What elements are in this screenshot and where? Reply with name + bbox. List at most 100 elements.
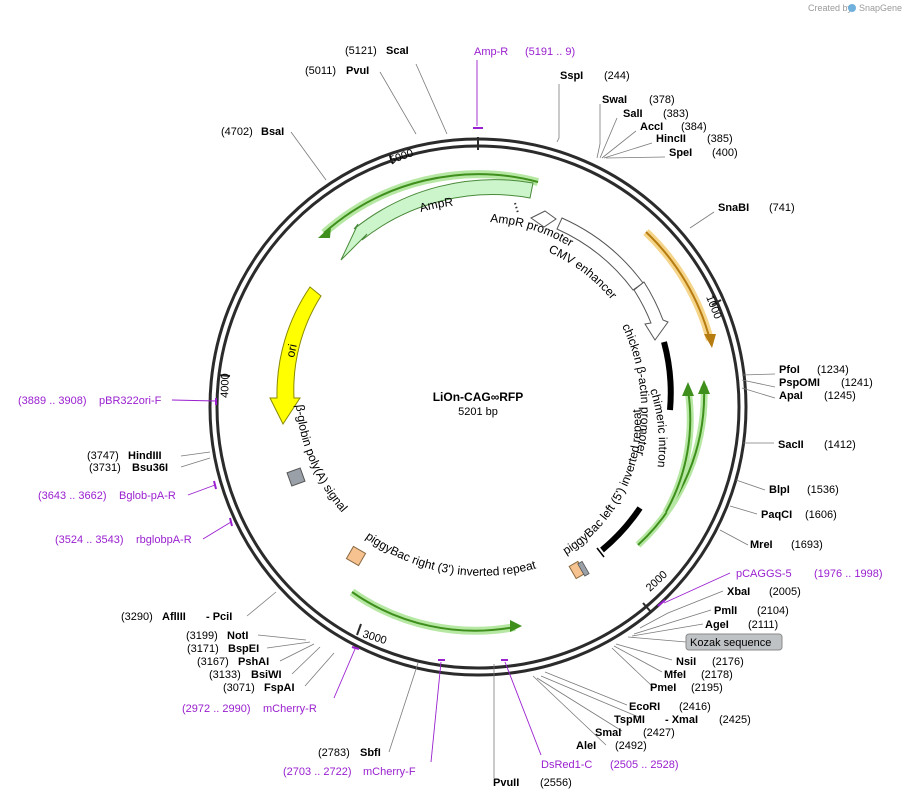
tick-label-3000: 3000 [361,628,388,647]
site-noti-pos: (3199) [186,630,218,642]
primer-mcherryr-pos: (2972 .. 2990) [182,703,251,715]
orf-arrow-right-outer-line [637,385,706,546]
primer-mcherryf-name: mCherry-F [363,766,416,778]
site-sacii-name: SacII [778,439,804,451]
site-pmli-name: PmlI [714,605,737,617]
site-sbfi-pos: (2783) [318,747,350,759]
site-apai-name: ApaI [779,390,803,402]
primer-bglobpar-pos: (3643 .. 3662) [38,490,107,502]
site-scai-name: ScaI [386,45,409,57]
site-snabi-pos: (741) [769,202,795,214]
primer-dsred1c-pos: (2505 .. 2528) [610,759,679,771]
site-bsai-pos: (4702) [221,126,253,138]
orf-arrow-right-inner-line [665,389,692,513]
primer-rbglobpar-name: rbglobpA-R [136,534,192,546]
site-hincii-pos: (385) [707,133,733,145]
site-pvuii-pos: (2556) [540,777,572,789]
site-alei-pos: (2492) [615,740,647,752]
site-nsii-pos: (2176) [712,656,744,668]
site-xmai-pos: (2425) [719,714,751,726]
site-sbfi-name: SbfI [360,747,381,759]
left-ir-feature [661,341,674,411]
site-smai-pos: (2427) [643,727,675,739]
tick-marks [217,137,722,636]
ampr-feature [340,179,534,261]
site-pspomi-name: PspOMI [779,377,820,389]
plasmid-length: 5201 bp [458,406,498,418]
primer-rbglobpar-pos: (3524 .. 3543) [55,534,124,546]
primer-mcherryf-pos: (2703 .. 2722) [283,766,352,778]
site-paqci-name: PaqCI [761,509,792,521]
site-xbai-name: XbaI [727,586,750,598]
site-pshai-name: PshAI [238,656,269,668]
site-fspai-pos: (3071) [223,682,255,694]
site-spei-name: SpeI [669,147,692,159]
ori-feature [269,286,322,426]
site-blpi-name: BlpI [769,484,790,496]
site-pvui-name: PvuI [346,65,369,77]
site-agei-pos: (2111) [748,619,778,631]
primer-pcaggs5-pos: (1976 .. 1998) [814,568,883,580]
site-acci-name: AccI [640,121,663,133]
site-nsii-name: NsiI [676,656,696,668]
site-pfoi-name: PfoI [779,364,800,376]
site-bsiwi-name: BsiWI [251,669,282,681]
site-mfei-name: MfeI [664,669,686,681]
site-mfei-pos: (2178) [701,669,733,681]
created-by-label: Created by [808,3,853,13]
site-hincii-name: HincII [656,133,686,145]
tick-label-2000: 2000 [644,569,670,594]
cba-promoter-feature [633,281,669,341]
site-afliii-name: AflIII [162,611,186,623]
site-spei-pos: (400) [712,147,738,159]
site-pmei-pos: (2195) [691,682,723,694]
site-acci-pos: (384) [681,121,707,133]
primer-dsred1c-name: DsRed1-C [541,759,592,771]
site-pmli-pos: (2104) [757,605,789,617]
right-ir-marker [345,545,367,567]
site-pmei-name: PmeI [650,682,676,694]
orf-arrow-bottom-line [351,591,516,632]
primer-pbr322orif-name: pBR322ori-F [99,395,162,407]
site-hindiii-pos: (3747) [87,450,119,462]
site-leaders [180,63,776,778]
left-ir-marker-gray [577,560,590,577]
site-snabi-name: SnaBI [718,202,749,214]
site-paqci-pos: (1606) [805,509,837,521]
site-bsiwi-pos: (3133) [209,669,241,681]
site-xmai-name: - XmaI [665,714,698,726]
orf-arrow-right-inner-head [682,382,694,396]
site-alei-name: AleI [576,740,596,752]
site-pshai-pos: (3167) [197,656,229,668]
left-ir-feature-lower [600,506,643,553]
site-sali-name: SalI [623,108,643,120]
primer-bglobpar-name: Bglob-pA-R [119,490,176,502]
site-ecori-name: EcoRI [629,701,660,713]
primer-pcaggs5-name: pCAGGS-5 [736,568,792,580]
site-sacii-pos: (1412) [824,439,856,451]
orf-arrow-bottom [349,588,516,635]
site-sspi-name: SspI [560,70,583,82]
site-pcii-name: - PciI [206,611,232,623]
tick-label-4000: 4000 [219,373,232,398]
primer-mcherryr-name: mCherry-R [263,703,317,715]
site-scai-pos: (5121) [345,45,377,57]
site-bspei-pos: (3171) [187,643,219,655]
right-ir-label: piggyBac right (3') inverted repeat [363,529,538,579]
orf-arrow-bottom-head [510,620,522,632]
primer-leaders [171,60,731,763]
tick-label-5000: 5000 [388,147,415,167]
site-tspmi-name: TspMI [614,714,645,726]
site-swai-pos: (378) [649,94,675,106]
site-blpi-pos: (1536) [807,484,839,496]
primer-pbr322orif-pos: (3889 .. 3908) [18,395,87,407]
plasmid-name: LiOn-CAG∞RFP [433,390,524,404]
left-ir-label: piggyBac left (5') inverted repeat [560,408,644,558]
snapgene-logo-icon [848,4,856,12]
site-pfoi-pos: (1234) [817,364,849,376]
ori-label: ori [283,343,299,359]
cmv-enhancer-feature [556,217,644,291]
site-hindiii-name: HindIII [128,450,162,462]
site-bsu36i-name: Bsu36I [132,462,168,474]
